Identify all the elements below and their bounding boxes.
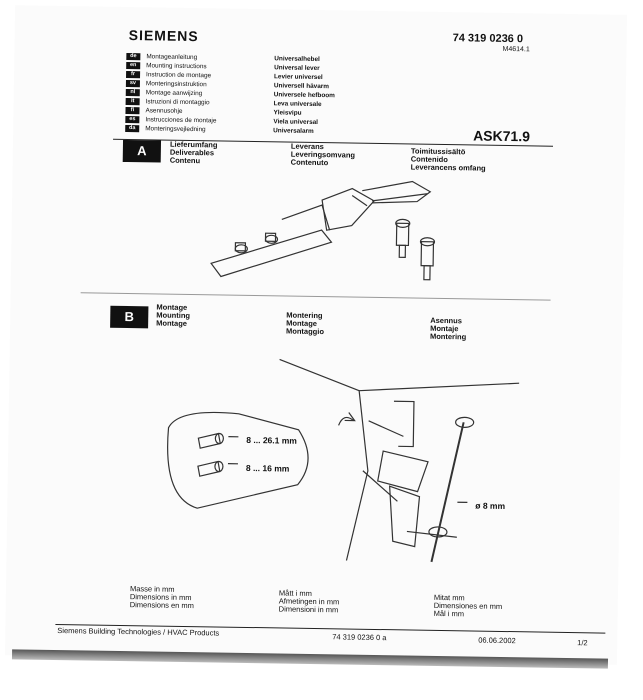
language-code: sv	[125, 79, 140, 88]
dimensions-it: Dimensioni in mm	[278, 604, 339, 615]
dimensions-col1: Masse in mm Dimensions in mm Dimensions …	[129, 584, 195, 611]
rotation-arrow	[338, 416, 355, 426]
section-b-col2: Montering Montage Montaggio	[285, 311, 325, 337]
mounting-fr: Montage	[156, 318, 188, 328]
mounting-illustration	[167, 358, 520, 563]
u-bolt-mount	[393, 400, 415, 448]
pin-right-body	[264, 232, 277, 242]
language-code: en	[126, 61, 141, 70]
pin-left-body	[234, 242, 247, 252]
product-name: Universalarm	[273, 127, 314, 135]
dim-long-label: 8 ... 26.1 mm	[246, 434, 297, 446]
section-b-label: B	[110, 305, 149, 329]
u-bolt	[362, 180, 432, 204]
footer-date: 06.06.2002	[478, 635, 516, 646]
doc-number: 74 319 0236 0	[452, 32, 524, 46]
dim-short-label: 8 ... 16 mm	[245, 462, 290, 474]
section-b-col1: Montage Mounting Montage	[156, 302, 190, 328]
lever-plate	[210, 229, 333, 278]
language-code: fi	[125, 106, 140, 115]
brand-logo: SIEMENS	[128, 27, 199, 45]
lever-bracket	[281, 204, 331, 231]
language-code: fr	[126, 70, 141, 79]
rod	[430, 422, 465, 563]
divider	[80, 292, 551, 301]
mounting-da: Montering	[429, 331, 467, 342]
detail-callout	[167, 411, 309, 509]
language-code: nl	[125, 88, 140, 97]
valve-outline	[279, 358, 369, 561]
dimensions-col2: Mått i mm Afmetingen in mm Dimensioni in…	[278, 588, 340, 615]
clamp-block	[321, 187, 376, 231]
rod-end-top	[455, 416, 475, 428]
footer-company: Siemens Building Technologies / HVAC Pro…	[57, 625, 220, 638]
section-a-col2: Leverans Leveringsomvang Contenuto	[290, 142, 356, 168]
lever-arm	[368, 420, 404, 437]
doc-sub-number: M4614.1	[502, 45, 530, 54]
dimensions-col3: Mitat mm Dimensiones en mm Mål i mm	[433, 593, 503, 619]
language-code: es	[125, 115, 140, 124]
rod-end-bottom	[428, 526, 448, 538]
lever-mount	[388, 485, 421, 548]
section-a-label: A	[122, 139, 162, 163]
deliverables-illustration	[210, 180, 436, 281]
rod-diameter-label: ø 8 mm	[475, 500, 506, 511]
deliverables-fr: Contenu	[169, 155, 201, 166]
section-b-col3: Asennus Montaje Montering	[429, 316, 467, 342]
language-title: Monteringsvejledning	[145, 125, 206, 134]
dimensions-da: Mål i mm	[433, 608, 465, 619]
product-name: Yleisvipu	[273, 109, 302, 117]
dimensions-fr: Dimensions en mm	[129, 600, 194, 611]
footer-page: 1/2	[577, 638, 588, 648]
language-code: de	[126, 52, 141, 61]
pin-short-icon	[197, 460, 221, 477]
mounting-it: Montaggio	[285, 326, 325, 337]
section-a-col3: Toimitussisältö Contenido Leverancens om…	[411, 146, 486, 172]
pin-long-icon	[197, 432, 221, 449]
footer-doc-number: 74 319 0236 0 a	[332, 632, 387, 643]
language-code: it	[125, 97, 140, 106]
language-code: da	[125, 124, 140, 133]
model-number: ASK71.9	[473, 127, 531, 145]
clamp-mount	[377, 450, 429, 493]
deliverables-it: Contenuto	[290, 157, 329, 168]
section-a-col1: Lieferumfang Deliverables Contenu	[169, 140, 218, 166]
